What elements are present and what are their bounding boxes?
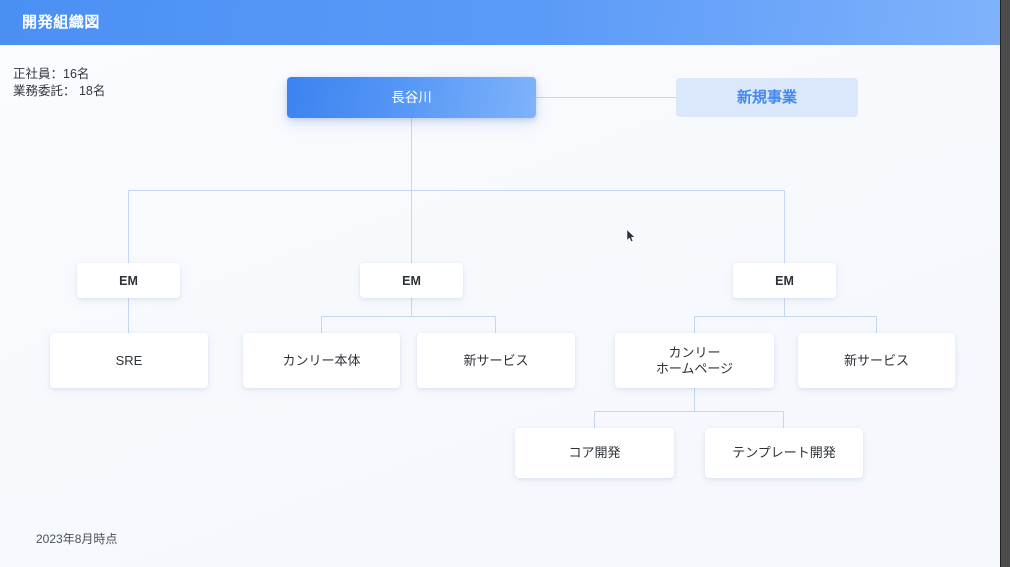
right-gutter-strip bbox=[1000, 0, 1010, 567]
node-label: 長谷川 bbox=[391, 89, 432, 105]
node-label: EM bbox=[119, 273, 138, 288]
node-label: 新規事業 bbox=[736, 88, 797, 106]
as-of-date-note: 2023年8月時点 bbox=[36, 532, 118, 546]
node-label: EM bbox=[775, 273, 794, 288]
node-label: テンプレート開発 bbox=[732, 445, 836, 460]
page-title: 開発組織図 bbox=[22, 14, 101, 31]
node-sre[interactable]: SRE bbox=[50, 333, 208, 388]
node-kanri-homepage[interactable]: カンリー ホームページ bbox=[615, 333, 774, 388]
node-label: SRE bbox=[115, 352, 143, 368]
node-em-2[interactable]: EM bbox=[360, 263, 463, 298]
node-em-1[interactable]: EM bbox=[77, 263, 180, 298]
node-label: 新サービス bbox=[463, 352, 529, 368]
node-label: コア開発 bbox=[568, 445, 621, 460]
node-template-development[interactable]: テンプレート開発 bbox=[705, 428, 863, 478]
node-label: カンリー ホームページ bbox=[655, 344, 734, 376]
node-kanri-main[interactable]: カンリー本体 bbox=[243, 333, 400, 388]
headcount-summary: 正社員：16名 業務委託： 18名 bbox=[13, 67, 106, 98]
node-core-development[interactable]: コア開発 bbox=[515, 428, 674, 478]
node-new-service-2[interactable]: 新サービス bbox=[798, 333, 955, 388]
node-label: EM bbox=[402, 273, 421, 288]
node-new-business[interactable]: 新規事業 bbox=[676, 78, 858, 117]
node-new-service-1[interactable]: 新サービス bbox=[417, 333, 575, 388]
node-label: カンリー本体 bbox=[282, 352, 361, 368]
header-bar: 開発組織図 bbox=[0, 0, 1000, 45]
mouse-cursor-icon bbox=[626, 229, 636, 242]
node-em-3[interactable]: EM bbox=[733, 263, 836, 298]
node-root-hasegawa[interactable]: 長谷川 bbox=[287, 77, 536, 118]
node-label: 新サービス bbox=[843, 352, 909, 368]
